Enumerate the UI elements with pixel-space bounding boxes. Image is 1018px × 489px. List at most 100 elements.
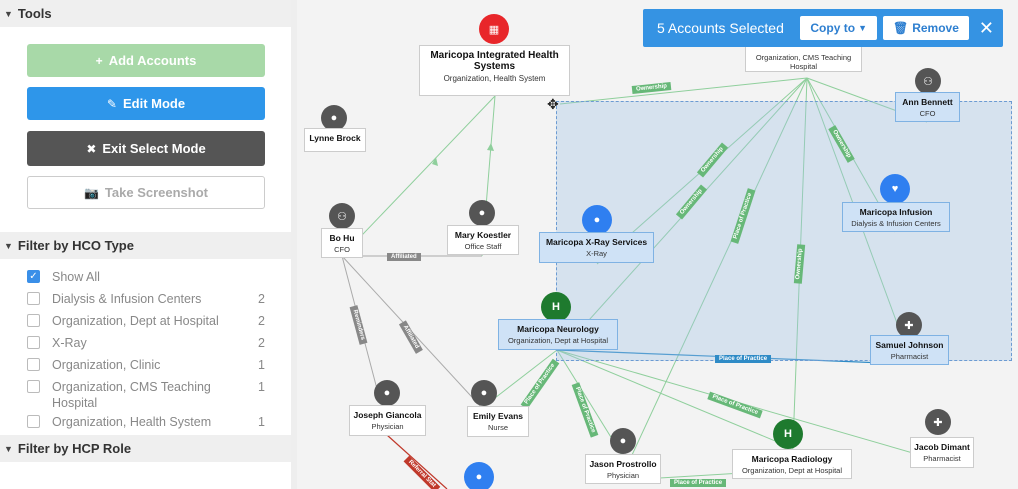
node-xray-services[interactable]: Maricopa X-Ray Services X-Ray: [539, 232, 654, 263]
person-icon[interactable]: ●: [464, 462, 494, 489]
node-name: Maricopa Integrated Health Systems: [430, 50, 559, 72]
arrowhead: [487, 143, 494, 151]
tools-section-header[interactable]: ▼ Tools: [0, 0, 297, 27]
pencil-icon: ✎: [106, 96, 117, 111]
node-type: Organization, Dept at Hospital: [741, 466, 843, 475]
hospital-h-icon[interactable]: H: [773, 419, 803, 449]
filter-item[interactable]: Organization, Dept at Hospital 2: [27, 310, 265, 332]
filter-label: Organization, CMS Teaching Hospital: [52, 380, 211, 410]
node-lynne-brock[interactable]: Lynne Brock: [304, 128, 366, 152]
node-bo-hu[interactable]: Bo Hu CFO: [321, 228, 363, 258]
person-icon[interactable]: ●: [321, 105, 347, 131]
move-cursor-icon: ✥: [547, 96, 559, 112]
tools-panel: + Add Accounts ✎ Edit Mode ✖ Exit Select…: [0, 27, 297, 232]
person-icon[interactable]: ●: [374, 380, 400, 406]
add-accounts-button[interactable]: + Add Accounts: [27, 44, 265, 77]
filter-count: 1: [258, 380, 265, 394]
node-role: Physician: [371, 422, 404, 431]
filter-item[interactable]: Organization, Health System 1: [27, 411, 265, 433]
node-role: CFO: [919, 109, 936, 118]
node-emily-evans[interactable]: Emily Evans Nurse: [467, 406, 529, 437]
filter-label: X-Ray: [52, 336, 87, 350]
edge: [341, 95, 496, 257]
edge-label-place-of-practice: Place of Practice: [670, 479, 727, 487]
node-health-system[interactable]: Maricopa Integrated Health Systems Organ…: [419, 45, 570, 96]
node-jason-prostrollo[interactable]: Jason Prostrollo Physician: [585, 454, 661, 484]
node-name: Samuel Johnson: [875, 340, 944, 350]
filter-hcp-header[interactable]: ▼ Filter by HCP Role: [0, 435, 297, 462]
person-icon[interactable]: ●: [582, 205, 612, 235]
copy-to-button[interactable]: Copy to ▼: [800, 16, 877, 40]
hco-filter-list: ✓ Show All Dialysis & Infusion Centers 2…: [0, 259, 297, 435]
hospital-icon[interactable]: ▦: [479, 14, 509, 44]
filter-item[interactable]: X-Ray 2: [27, 332, 265, 354]
filter-item[interactable]: Organization, CMS Teaching Hospital 1: [27, 376, 265, 411]
exit-select-mode-button[interactable]: ✖ Exit Select Mode: [27, 131, 265, 166]
infusion-icon[interactable]: ♥: [880, 174, 910, 204]
selection-banner: 5 Accounts Selected Copy to ▼ 🗑 Remove ✕: [643, 9, 1003, 47]
hospital-h-icon[interactable]: H: [541, 292, 571, 322]
edge: [631, 77, 808, 456]
node-maricopa-radiology[interactable]: Maricopa Radiology Organization, Dept at…: [732, 449, 852, 479]
node-name: Maricopa X-Ray Services: [545, 237, 648, 247]
node-maricopa-infusion[interactable]: Maricopa Infusion Dialysis & Infusion Ce…: [842, 202, 950, 232]
camera-icon: 📷: [83, 185, 99, 200]
remove-button[interactable]: 🗑 Remove: [882, 16, 969, 40]
checkbox[interactable]: [27, 415, 40, 428]
filter-label: Organization, Dept at Hospital: [52, 314, 219, 328]
node-name: Maricopa Radiology: [751, 454, 833, 464]
node-type: Organization, CMS Teaching Hospital: [755, 53, 852, 71]
person-icon[interactable]: ●: [469, 200, 495, 226]
filter-hco-title: Filter by HCO Type: [17, 238, 134, 253]
edit-mode-button[interactable]: ✎ Edit Mode: [27, 87, 265, 120]
sidebar-scrollbar[interactable]: [291, 0, 297, 489]
sidebar: ▼ Tools + Add Accounts ✎ Edit Mode ✖ Exi…: [0, 0, 297, 489]
filter-count: 2: [258, 336, 265, 350]
nurse-icon[interactable]: ●: [471, 380, 497, 406]
node-mary-koestler[interactable]: Mary Koestler Office Staff: [447, 225, 519, 255]
filter-item[interactable]: Organization, Clinic 1: [27, 354, 265, 376]
filter-item[interactable]: ✓ Show All: [27, 266, 265, 288]
org-chart-icon[interactable]: ⚇: [915, 68, 941, 94]
node-type: X-Ray: [586, 249, 607, 258]
pharmacist-icon[interactable]: ✚: [896, 312, 922, 338]
checkbox[interactable]: [27, 336, 40, 349]
checkbox[interactable]: [27, 358, 40, 371]
filter-count: 2: [258, 292, 265, 306]
checkbox[interactable]: [27, 314, 40, 327]
trash-icon: 🗑: [892, 21, 909, 35]
plus-icon: +: [95, 53, 103, 68]
node-name: Jacob Dimant: [914, 442, 970, 452]
node-name: Ann Bennett: [902, 97, 953, 107]
pharmacist-icon[interactable]: ✚: [925, 409, 951, 435]
node-maricopa-neurology[interactable]: Maricopa Neurology Organization, Dept at…: [498, 319, 618, 350]
add-accounts-label: Add Accounts: [108, 53, 197, 68]
node-samuel-johnson[interactable]: Samuel Johnson Pharmacist: [870, 335, 949, 365]
caret-down-icon: ▼: [4, 443, 13, 454]
node-name: Emily Evans: [472, 411, 524, 421]
copy-to-label: Copy to: [810, 21, 856, 35]
checkbox[interactable]: [27, 292, 40, 305]
checkbox[interactable]: [27, 380, 40, 393]
node-role: Pharmacist: [890, 352, 929, 361]
network-graph[interactable]: Ownership Ownership Ownership Ownership …: [297, 0, 1018, 489]
caret-down-icon: ▼: [858, 23, 867, 33]
take-screenshot-button[interactable]: 📷 Take Screenshot: [27, 176, 265, 209]
node-jacob-dimant[interactable]: Jacob Dimant Pharmacist: [910, 437, 974, 468]
node-name: Bo Hu: [329, 233, 355, 243]
remove-label: Remove: [912, 21, 959, 35]
tools-title: Tools: [17, 6, 52, 21]
filter-item[interactable]: Dialysis & Infusion Centers 2: [27, 288, 265, 310]
filter-hco-header[interactable]: ▼ Filter by HCO Type: [0, 232, 297, 259]
checkbox-checked[interactable]: ✓: [27, 270, 40, 283]
exit-select-label: Exit Select Mode: [102, 141, 206, 156]
org-chart-icon[interactable]: ⚇: [329, 203, 355, 229]
node-joseph-giancola[interactable]: Joseph Giancola Physician: [349, 405, 426, 436]
node-name: Maricopa Neurology: [517, 324, 599, 334]
node-name: Lynne Brock: [309, 133, 361, 143]
person-icon[interactable]: ●: [610, 428, 636, 454]
filter-label: Show All: [52, 270, 100, 284]
close-icon[interactable]: ✕: [978, 17, 994, 38]
node-ann-bennett[interactable]: Ann Bennett CFO: [895, 92, 960, 122]
filter-label: Organization, Health System: [52, 415, 212, 429]
